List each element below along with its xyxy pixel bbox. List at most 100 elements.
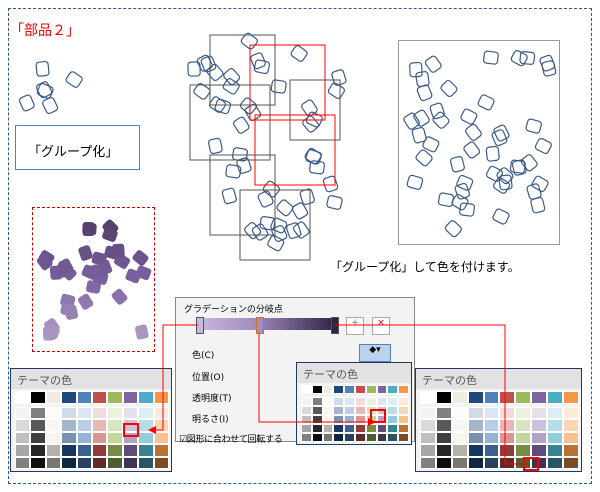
color-swatch[interactable] [344,406,355,415]
color-swatch[interactable] [467,456,484,469]
color-swatch[interactable] [355,406,366,415]
color-swatch[interactable] [387,433,399,442]
color-swatch[interactable] [76,431,92,444]
color-swatch[interactable] [483,431,500,444]
color-swatch[interactable] [153,456,169,469]
color-swatch[interactable] [376,385,388,394]
gradient-stop-1[interactable] [196,317,204,334]
color-swatch[interactable] [398,406,409,415]
color-swatch[interactable] [322,406,334,415]
color-swatch[interactable] [387,415,399,424]
color-swatch[interactable] [61,444,77,457]
color-swatch[interactable] [531,406,548,419]
color-swatch[interactable] [499,431,516,444]
color-swatch[interactable] [499,456,516,469]
color-swatch[interactable] [107,406,123,419]
color-swatch[interactable] [122,444,139,457]
color-swatch[interactable] [499,391,516,404]
color-swatch[interactable] [311,424,323,433]
color-swatch[interactable] [107,431,123,444]
color-swatch[interactable] [499,444,516,457]
color-swatch[interactable] [365,433,377,442]
color-swatch[interactable] [122,391,139,404]
color-swatch[interactable] [398,385,409,394]
color-swatch[interactable] [398,424,409,433]
color-swatch[interactable] [333,433,345,442]
color-swatch[interactable] [138,444,154,457]
color-swatch[interactable] [515,431,532,444]
color-swatch[interactable] [376,424,388,433]
color-swatch[interactable] [531,431,548,444]
color-swatch[interactable] [398,433,409,442]
color-swatch[interactable] [420,456,436,469]
color-swatch[interactable] [45,419,62,432]
color-swatch[interactable] [365,397,377,406]
color-swatch[interactable] [515,406,532,419]
color-swatch[interactable] [107,444,123,457]
shape-selection-box[interactable] [239,189,311,261]
color-swatch[interactable] [76,456,92,469]
color-swatch[interactable] [344,385,355,394]
color-swatch[interactable] [420,444,436,457]
color-swatch[interactable] [355,415,366,424]
color-swatch[interactable] [15,431,31,444]
color-swatch[interactable] [435,444,452,457]
color-swatch[interactable] [30,419,46,432]
color-swatch[interactable] [387,397,399,406]
color-swatch[interactable] [153,406,169,419]
color-swatch[interactable] [344,415,355,424]
color-swatch[interactable] [451,456,468,469]
color-swatch[interactable] [563,406,579,419]
color-swatch[interactable] [547,431,564,444]
color-swatch[interactable] [333,406,345,415]
color-swatch[interactable] [387,424,399,433]
color-swatch[interactable] [301,397,312,406]
color-swatch[interactable] [563,391,579,404]
color-swatch[interactable] [344,433,355,442]
color-swatch[interactable] [563,444,579,457]
color-swatch[interactable] [435,391,452,404]
color-swatch[interactable] [420,431,436,444]
color-swatch[interactable] [322,424,334,433]
color-swatch[interactable] [91,391,108,404]
color-swatch[interactable] [531,419,548,432]
color-swatch[interactable] [107,391,123,404]
color-swatch[interactable] [301,406,312,415]
color-swatch[interactable] [15,419,31,432]
color-picker-button[interactable]: ◆▾ [359,344,391,362]
color-swatch[interactable] [30,391,46,404]
color-swatch[interactable] [355,424,366,433]
color-swatch[interactable] [499,419,516,432]
color-swatch[interactable] [76,444,92,457]
color-swatch[interactable] [15,406,31,419]
color-swatch[interactable] [515,419,532,432]
color-swatch[interactable] [45,406,62,419]
color-swatch[interactable] [61,456,77,469]
color-swatch[interactable] [30,456,46,469]
color-swatch[interactable] [515,391,532,404]
color-swatch[interactable] [30,406,46,419]
color-swatch[interactable] [563,419,579,432]
color-swatch[interactable] [333,385,345,394]
color-swatch[interactable] [61,406,77,419]
color-swatch[interactable] [138,391,154,404]
color-swatch[interactable] [467,444,484,457]
color-swatch[interactable] [333,415,345,424]
color-swatch[interactable] [344,397,355,406]
rotate-checkbox[interactable]: ☑図形に合わせて回転する [179,435,283,445]
shape-selection-box[interactable] [209,154,276,236]
color-swatch[interactable] [547,456,564,469]
color-swatch[interactable] [91,444,108,457]
color-swatch[interactable] [91,419,108,432]
shape-selection-box[interactable] [289,79,341,141]
color-swatch[interactable] [122,406,139,419]
color-swatch[interactable] [355,385,366,394]
color-swatch[interactable] [138,456,154,469]
color-swatch[interactable] [122,456,139,469]
color-swatch[interactable] [15,456,31,469]
color-swatch[interactable] [107,419,123,432]
color-swatch[interactable] [45,391,62,404]
shape-selection-box[interactable] [209,34,276,106]
color-swatch[interactable] [76,419,92,432]
color-swatch[interactable] [435,431,452,444]
